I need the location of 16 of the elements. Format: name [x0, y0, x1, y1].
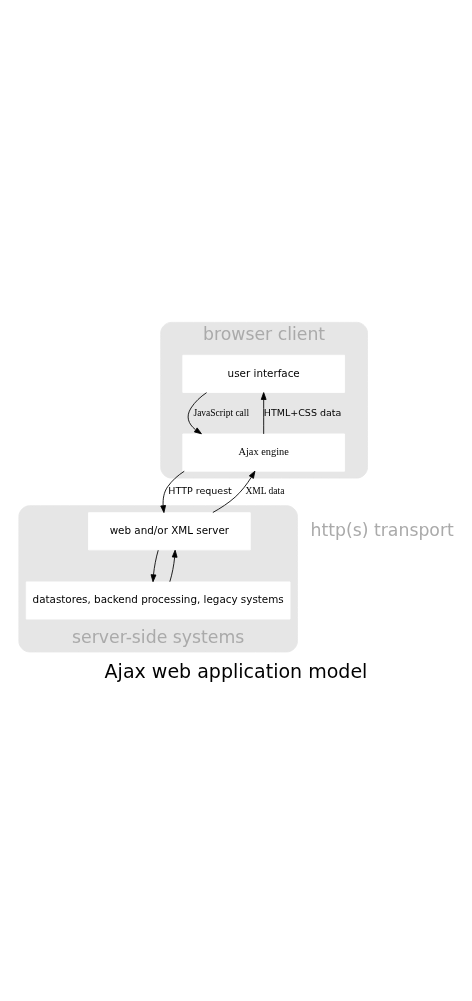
- edge-label: HTTP request: [168, 484, 232, 496]
- node-box: Ajax engine: [182, 433, 345, 472]
- edge-label: JavaScript call: [193, 407, 250, 418]
- caption: Ajax web application model: [104, 659, 368, 682]
- arrow: [169, 549, 178, 582]
- arrow: [212, 470, 256, 513]
- arrow: [150, 549, 159, 582]
- arrow: [187, 391, 207, 434]
- node-box: datastores, backend processing, legacy systems: [25, 580, 291, 619]
- arrow: [260, 391, 267, 434]
- node-box: user interface: [182, 354, 345, 393]
- label: http(s) transport: [310, 519, 454, 540]
- edge-label: HTML+CSS data: [263, 406, 342, 418]
- arrow: [160, 470, 185, 513]
- node-box: web and/or XML server: [88, 511, 251, 550]
- edge-label: XML data: [245, 485, 285, 496]
